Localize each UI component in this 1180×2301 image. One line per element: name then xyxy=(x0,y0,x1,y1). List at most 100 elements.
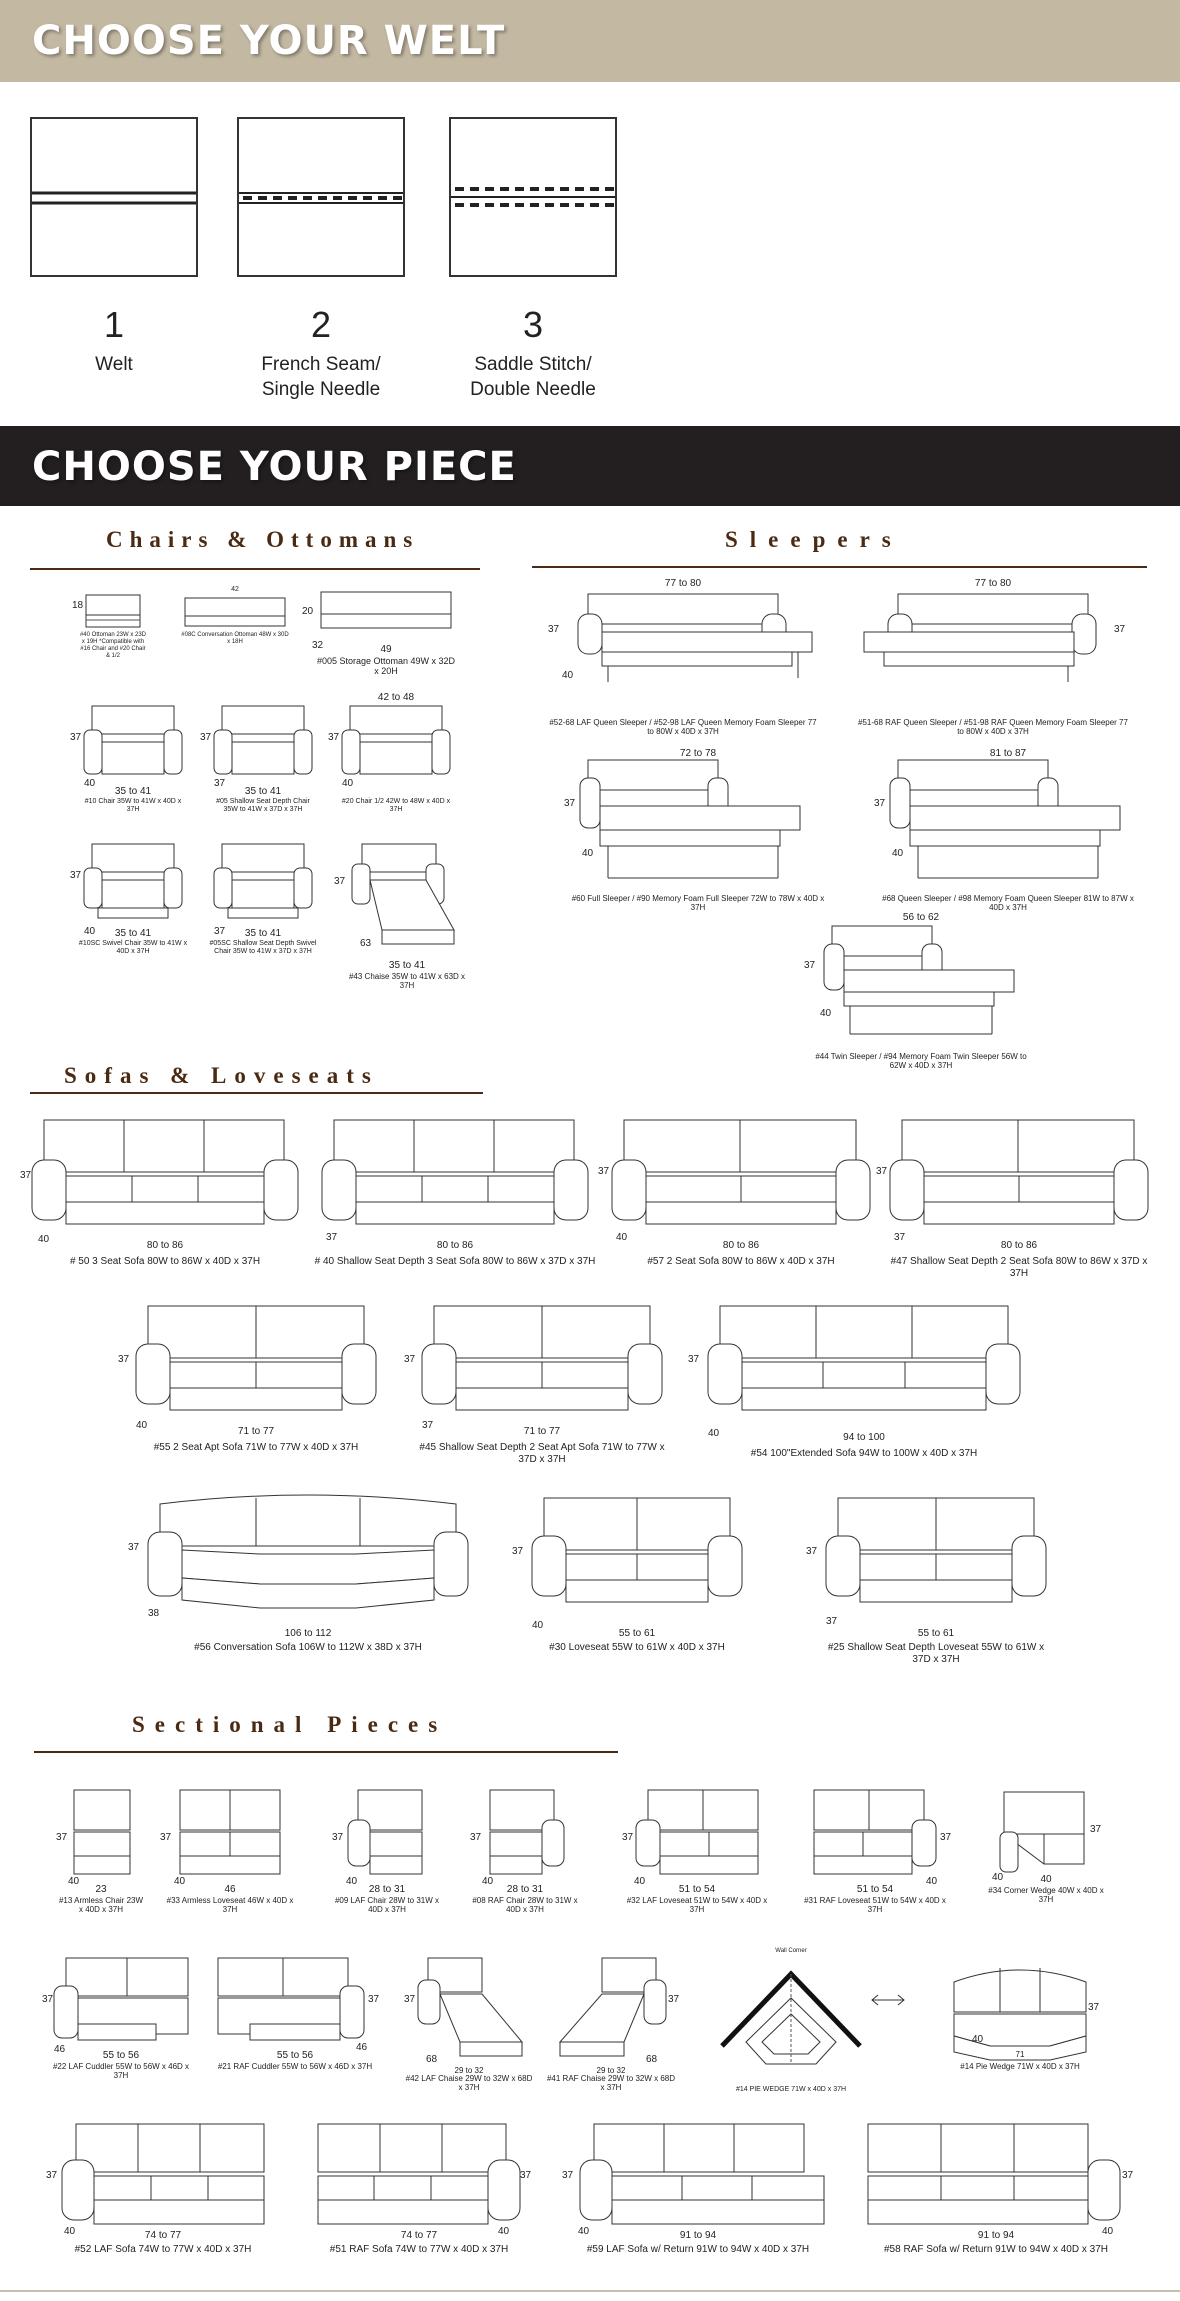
sleeper-68[interactable]: 81 to 87 37 40 #68 Queen Sleeper / #98 M… xyxy=(874,748,1138,912)
sectional-59[interactable]: 37 40 91 to 94 #59 LAF Sofa w/ Return 91… xyxy=(562,2120,828,2290)
item-caption: #42 LAF Chaise 29W to 32W x 68D x 37H xyxy=(405,2074,533,2092)
french-seam-icon xyxy=(239,192,403,204)
welt-title: CHOOSE YOUR WELT xyxy=(32,18,506,64)
item-caption: #60 Full Sleeper / #90 Memory Foam Full … xyxy=(571,894,825,912)
welt-option-3-label: Saddle Stitch/ Double Needle xyxy=(470,354,596,400)
item-caption: #005 Storage Ottoman 49W x 32D x 20H xyxy=(316,656,456,676)
welt-option-2-swatch[interactable] xyxy=(237,117,405,277)
chair-10[interactable]: 37 40 35 to 41 #10 Chair 35W to 41W x 40… xyxy=(70,702,188,813)
sofa-55[interactable]: 37 40 71 to 77 #55 2 Seat Apt Sofa 71W t… xyxy=(118,1302,384,1474)
sofa-47[interactable]: 37 37 80 to 86 #47 Shallow Seat Depth 2 … xyxy=(876,1114,1156,1286)
item-caption: #47 Shallow Seat Depth 2 Seat Sofa 80W t… xyxy=(890,1256,1148,1279)
welt-option-3-swatch[interactable] xyxy=(449,117,617,277)
sofas-rule xyxy=(30,1092,483,1094)
item-caption: # 40 Shallow Seat Depth 3 Seat Sofa 80W … xyxy=(314,1256,596,1267)
ottoman-005[interactable]: 20 32 49 #005 Storage Ottoman 49W x 32D … xyxy=(302,588,456,678)
footer-rule xyxy=(0,2290,1180,2292)
sectional-14-top[interactable]: Wall Corner #14 PIE WEDGE 71W x 40D x 37… xyxy=(716,1948,866,2104)
item-caption: #10 Chair 35W to 41W x 40D x 37H xyxy=(84,798,182,813)
sectional-14[interactable]: 37 40 71 #14 Pie Wedge 71W x 40D x 37H xyxy=(940,1962,1100,2102)
sleepers-rule xyxy=(532,566,1147,568)
sofa-40[interactable]: 37 80 to 86 # 40 Shallow Seat Depth 3 Se… xyxy=(314,1114,596,1286)
sofa-57[interactable]: 37 40 80 to 86 #57 2 Seat Sofa 80W to 86… xyxy=(598,1114,878,1286)
item-caption: #08C Conversation Ottoman 48W x 30D x 18… xyxy=(181,632,289,645)
sectional-21[interactable]: 37 46 55 to 56 #21 RAF Cuddler 55W to 56… xyxy=(210,1954,380,2094)
item-caption: #30 Loveseat 55W to 61W x 40D x 37H xyxy=(549,1642,725,1653)
item-caption: #55 2 Seat Apt Sofa 71W to 77W x 40D x 3… xyxy=(153,1442,359,1453)
double-arrow-icon xyxy=(868,1990,908,2010)
item-caption: #34 Corner Wedge 40W x 40D x 37H xyxy=(988,1886,1104,1904)
item-caption: #25 Shallow Seat Depth Loveseat 55W to 6… xyxy=(827,1642,1045,1665)
sleeper-44[interactable]: 56 to 62 37 40 #44 Twin Sleeper / #94 Me… xyxy=(804,912,1036,1072)
sectional-41[interactable]: 37 68 29 to 32 #41 RAF Chaise 29W to 32W… xyxy=(546,1954,679,2094)
chairs-title: Chairs & Ottomans xyxy=(106,527,420,552)
piece-title: CHOOSE YOUR PIECE xyxy=(32,444,517,490)
sectional-13[interactable]: 37 40 23 #13 Armless Chair 23W x 40D x 3… xyxy=(56,1784,146,1924)
item-caption: #32 LAF Loveseat 51W to 54W x 40D x 37H xyxy=(626,1896,768,1914)
sectional-58[interactable]: 37 40 91 to 94 #58 RAF Sofa w/ Return 91… xyxy=(856,2120,1136,2290)
saddle-stitch-icon xyxy=(451,187,615,207)
sectional-33[interactable]: 37 40 46 #33 Armless Loveseat 46W x 40D … xyxy=(160,1784,300,1924)
item-caption: #20 Chair 1/2 42W to 48W x 40D x 37H xyxy=(341,798,451,813)
welt-option-2-number: 2 xyxy=(310,304,332,345)
sectional-31[interactable]: 37 40 51 to 54 #31 RAF Loveseat 51W to 5… xyxy=(800,1784,951,1924)
welt-option-2-label: French Seam/ Single Needle xyxy=(261,354,381,400)
sectional-32[interactable]: 37 40 51 to 54 #32 LAF Loveseat 51W to 5… xyxy=(622,1784,772,1924)
item-caption: #56 Conversation Sofa 106W to 112W x 38D… xyxy=(194,1642,422,1653)
sleeper-60[interactable]: 72 to 78 37 40 #60 Full Sleeper / #90 Me… xyxy=(564,748,828,912)
item-caption: #58 RAF Sofa w/ Return 91W to 94W x 40D … xyxy=(884,2244,1108,2255)
ottoman-40[interactable]: 18 #40 Ottoman 23W x 23D x 19H *Compatib… xyxy=(72,590,148,680)
wall-corner-label: Wall Corner xyxy=(775,1948,807,1954)
sectionals-title: Sectional Pieces xyxy=(132,1712,448,1737)
welt-option-1-number: 1 xyxy=(103,304,125,345)
item-caption: #14 PIE WEDGE 71W x 40D x 37H xyxy=(735,2086,847,2093)
item-caption: #54 100"Extended Sofa 94W to 100W x 40D … xyxy=(750,1448,978,1459)
item-caption: #41 RAF Chaise 29W to 32W x 68D x 37H xyxy=(546,2074,676,2092)
ottoman-08c[interactable]: 42 #08C Conversation Ottoman 48W x 30D x… xyxy=(181,586,289,645)
item-caption: #10SC Swivel Chair 35W to 41W x 40D x 37… xyxy=(78,940,188,955)
sectional-22[interactable]: 37 46 55 to 56 #22 LAF Cuddler 55W to 56… xyxy=(42,1954,196,2094)
welt-banner: CHOOSE YOUR WELT xyxy=(0,0,1180,82)
piece-banner: CHOOSE YOUR PIECE xyxy=(0,426,1180,506)
loveseat-30[interactable]: 37 40 55 to 61 #30 Loveseat 55W to 61W x… xyxy=(512,1494,750,1670)
chaise-43[interactable]: 37 63 35 to 41 #43 Chaise 35W to 41W x 6… xyxy=(334,840,472,1000)
welt-option-1-swatch[interactable] xyxy=(30,117,198,277)
welt-line-icon xyxy=(32,191,196,205)
sleepers-title: Sleepers xyxy=(725,527,903,552)
chair-05[interactable]: 37 37 35 to 41 #05 Shallow Seat Depth Ch… xyxy=(200,702,318,813)
chair-20[interactable]: 37 40 42 to 48 #20 Chair 1/2 42W to 48W … xyxy=(328,692,456,813)
item-caption: #51 RAF Sofa 74W to 77W x 40D x 37H xyxy=(329,2244,509,2255)
sectional-52[interactable]: 37 40 74 to 77 #52 LAF Sofa 74W to 77W x… xyxy=(46,2120,276,2290)
item-caption: #22 LAF Cuddler 55W to 56W x 46D x 37H xyxy=(52,2062,190,2080)
item-caption: #45 Shallow Seat Depth 2 Seat Apt Sofa 7… xyxy=(419,1442,665,1465)
item-caption: #14 Pie Wedge 71W x 40D x 37H xyxy=(960,2062,1080,2071)
wall-corner-diagram-icon xyxy=(720,1970,862,2065)
sofa-56[interactable]: 37 38 106 to 112 #56 Conversation Sofa 1… xyxy=(128,1490,476,1670)
item-caption: #43 Chaise 35W to 41W x 63D x 37H xyxy=(348,972,466,990)
sectional-09[interactable]: 37 40 28 to 31 #09 LAF Chair 28W to 31W … xyxy=(332,1784,442,1924)
item-caption: #33 Armless Loveseat 46W x 40D x 37H xyxy=(166,1896,294,1914)
sectional-08[interactable]: 37 40 28 to 31 #08 RAF Chair 28W to 31W … xyxy=(470,1784,580,1924)
item-caption: #51-68 RAF Queen Sleeper / #51-98 RAF Qu… xyxy=(858,718,1128,736)
sofa-50[interactable]: 37 40 80 to 86 # 50 3 Seat Sofa 80W to 8… xyxy=(20,1114,306,1286)
sectional-34[interactable]: 37 40 40 #34 Corner Wedge 40W x 40D x 37… xyxy=(984,1784,1108,1924)
item-caption: # 50 3 Seat Sofa 80W to 86W x 40D x 37H xyxy=(69,1256,261,1267)
sectionals-rule xyxy=(34,1751,618,1753)
item-caption: #44 Twin Sleeper / #94 Memory Foam Twin … xyxy=(815,1052,1027,1070)
item-caption: #13 Armless Chair 23W x 40D x 37H xyxy=(58,1896,144,1914)
sectional-51[interactable]: 37 40 74 to 77 #51 RAF Sofa 74W to 77W x… xyxy=(306,2120,532,2290)
sleeper-52-68[interactable]: 77 to 80 37 40 #52-68 LAF Queen Sleeper … xyxy=(548,578,817,736)
item-caption: #31 RAF Loveseat 51W to 54W x 40D x 37H xyxy=(804,1896,946,1914)
chair-10sc[interactable]: 37 40 35 to 41 #10SC Swivel Chair 35W to… xyxy=(70,840,188,955)
item-caption: #21 RAF Cuddler 55W to 56W x 46D x 37H xyxy=(217,2062,373,2071)
welt-option-3-number: 3 xyxy=(522,304,544,345)
loveseat-25[interactable]: 37 37 55 to 61 #25 Shallow Seat Depth Lo… xyxy=(806,1494,1054,1670)
chair-05sc[interactable]: 37 35 to 41 #05SC Shallow Seat Depth Swi… xyxy=(208,840,318,955)
item-caption: #68 Queen Sleeper / #98 Memory Foam Quee… xyxy=(882,894,1134,912)
sleeper-51-68[interactable]: 77 to 80 37 #51-68 RAF Queen Sleeper / #… xyxy=(858,578,1128,736)
sectional-42[interactable]: 37 68 29 to 32 #42 LAF Chaise 29W to 32W… xyxy=(404,1954,534,2094)
sofa-54[interactable]: 37 40 94 to 100 #54 100"Extended Sofa 94… xyxy=(688,1302,1028,1474)
item-caption: #05 Shallow Seat Depth Chair 35W to 41W … xyxy=(216,798,310,813)
sofa-45[interactable]: 37 37 71 to 77 #45 Shallow Seat Depth 2 … xyxy=(404,1302,670,1474)
chairs-rule xyxy=(30,568,480,570)
